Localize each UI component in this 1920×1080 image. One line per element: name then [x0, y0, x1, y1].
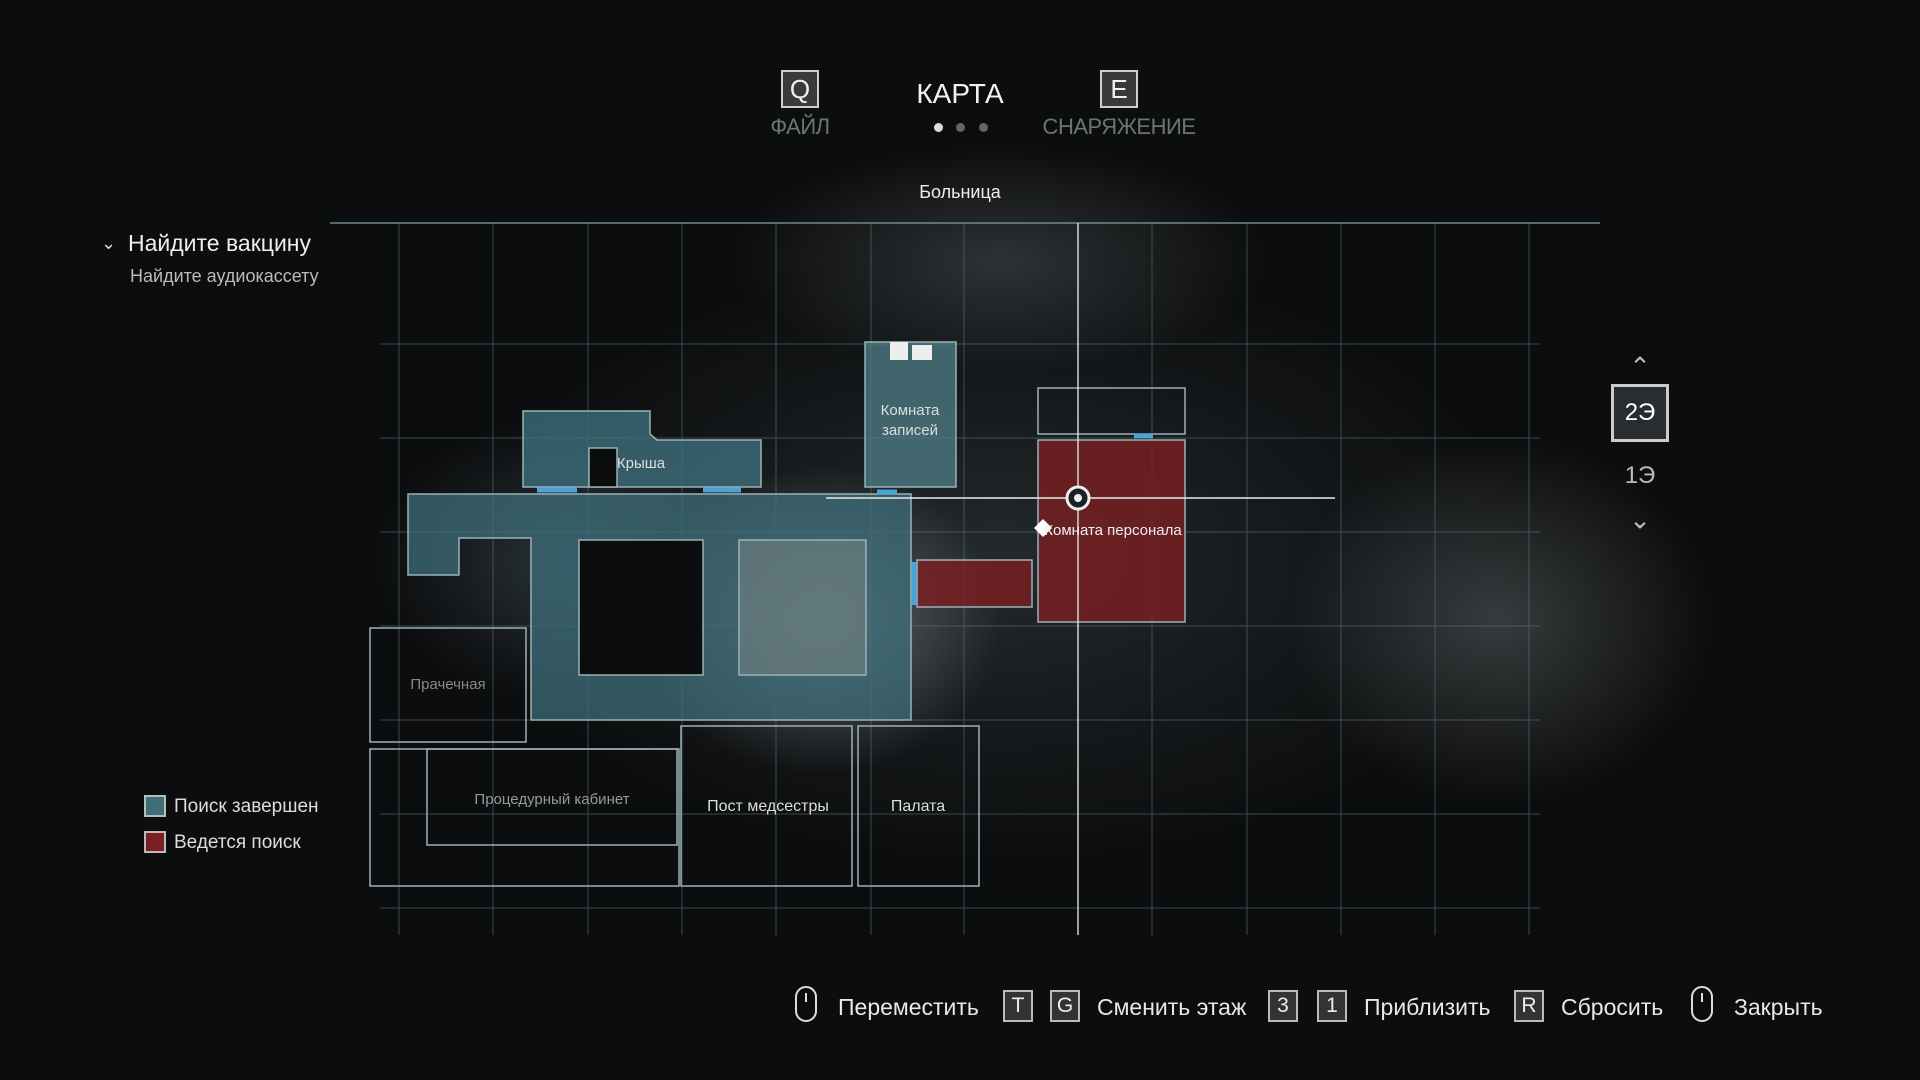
room-label-records-1: Комната: [880, 402, 940, 419]
room-staff-corridor[interactable]: [916, 559, 1033, 608]
tab-map[interactable]: КАРТА: [916, 78, 1004, 109]
floor-up-icon[interactable]: ⌃: [1629, 351, 1651, 382]
objective-title: Найдите вакцину: [128, 230, 312, 256]
room-treatment-outer: [369, 748, 680, 887]
typewriter-icon: [890, 342, 908, 360]
key-e[interactable]: E: [1100, 70, 1138, 108]
objective-subtitle: Найдите аудиокассету: [130, 266, 319, 286]
page-dot: [979, 123, 988, 132]
room-treatment[interactable]: [426, 748, 678, 846]
legend-explored: Поиск завершен: [174, 796, 319, 817]
page-dot: [956, 123, 965, 132]
floor-down-icon[interactable]: ⌄: [1629, 504, 1651, 535]
room-laundry[interactable]: [369, 627, 527, 743]
floor-other[interactable]: 1Э: [1624, 462, 1656, 489]
room-label-treatment: Процедурный кабинет: [474, 791, 630, 808]
page-dot-active: [934, 123, 943, 132]
stairs: [588, 447, 618, 488]
hint-change-floor: Сменить этаж: [1097, 993, 1247, 1020]
room-label-records-2: записей: [882, 422, 938, 439]
key-t[interactable]: T: [1003, 990, 1033, 1022]
doors: [537, 433, 1153, 605]
key-r[interactable]: R: [1514, 990, 1544, 1022]
room-label-laundry: Прачечная: [410, 676, 486, 693]
item-box-icon: [912, 345, 932, 360]
room-label-ward: Палата: [890, 798, 946, 815]
room-nurse-station[interactable]: [680, 725, 853, 887]
tab-equipment[interactable]: СНАРЯЖЕНИЕ: [1042, 114, 1196, 139]
room-label-staff: Комната персонала: [1044, 522, 1182, 539]
key-3[interactable]: 3: [1268, 990, 1298, 1022]
legend-swatch-explored: [144, 795, 166, 817]
tab-file[interactable]: ФАЙЛ: [770, 114, 830, 139]
area-name: Больница: [919, 182, 1001, 202]
legend-swatch-in-progress: [144, 831, 166, 853]
wall-block: [578, 539, 704, 676]
legend-in-progress: Ведется поиск: [174, 832, 301, 853]
key-1[interactable]: 1: [1317, 990, 1347, 1022]
room-label-nurse: Пост медсестры: [707, 798, 829, 815]
key-q[interactable]: Q: [781, 70, 819, 108]
hint-close: Закрыть: [1734, 993, 1823, 1020]
room-upper[interactable]: [1037, 387, 1186, 435]
hint-zoom: Приблизить: [1364, 993, 1491, 1020]
chevron-down-icon[interactable]: ⌄: [101, 233, 117, 253]
room-ward[interactable]: [857, 725, 980, 887]
room-label-roof: Крыша: [616, 455, 666, 472]
wall-block: [738, 539, 867, 676]
hint-reset: Сбросить: [1561, 993, 1664, 1020]
key-g[interactable]: G: [1050, 990, 1080, 1022]
room-roof[interactable]: [522, 410, 762, 488]
mouse-icon: [1691, 986, 1713, 1022]
floor-current[interactable]: 2Э: [1611, 384, 1669, 442]
hint-move: Переместить: [838, 993, 979, 1020]
alert-diamond-icon: [1034, 519, 1052, 537]
room-staff[interactable]: [1037, 439, 1186, 623]
room-records[interactable]: [864, 341, 957, 488]
mouse-icon: [795, 986, 817, 1022]
